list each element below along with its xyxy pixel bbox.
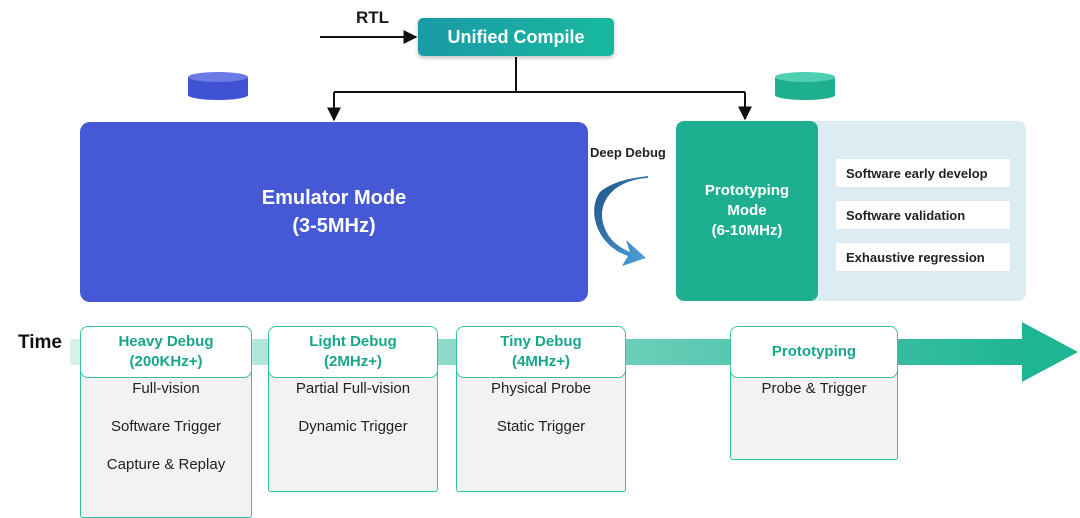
emulator-mode-title: Emulator Mode — [261, 187, 407, 209]
emulator-mode-freq: (3-5MHz) — [292, 215, 376, 237]
stage-header-prototyping: Prototyping — [730, 326, 898, 378]
stage-feature: Full-vision — [132, 380, 200, 397]
prototyping-mode-block: Prototyping Mode (6-10MHz) — [676, 121, 818, 301]
stage-features-prototyping: Probe & Trigger — [730, 364, 898, 460]
timeline-arrowhead — [1022, 322, 1078, 382]
stage-header-heavy-debug: Heavy Debug (200KHz+) — [80, 326, 252, 378]
emulator-database-icon — [188, 72, 248, 100]
use-case-item: Software early develop — [836, 159, 1010, 187]
stage-header-light-debug: Light Debug (2MHz+) — [268, 326, 438, 378]
use-case-item: Software validation — [836, 201, 1010, 229]
stage-title: Light Debug — [309, 333, 397, 350]
time-axis-label: Time — [18, 332, 63, 353]
stage-features-light-debug: Partial Full-vision Dynamic Trigger — [268, 364, 438, 492]
stage-features-tiny-debug: Physical Probe Static Trigger — [456, 364, 626, 492]
prototyping-mode-line2: Mode — [727, 202, 767, 219]
stage-title: Heavy Debug — [118, 333, 214, 350]
stage-feature: Dynamic Trigger — [298, 418, 408, 435]
unified-compile-block: Unified Compile — [418, 18, 614, 56]
stage-feature: Static Trigger — [496, 418, 586, 435]
prototyping-mode-line1: Prototyping — [704, 182, 790, 199]
stage-feature: Software Trigger — [110, 418, 222, 435]
stage-feature: Partial Full-vision — [295, 380, 411, 397]
stage-header-tiny-debug: Tiny Debug (4MHz+) — [456, 326, 626, 378]
stage-title: Tiny Debug — [500, 333, 582, 350]
stage-feature: Physical Probe — [490, 380, 592, 397]
prototyping-mode-freq: (6-10MHz) — [711, 222, 783, 239]
stage-title: Prototyping — [771, 343, 857, 360]
deep-debug-arrow — [594, 176, 648, 266]
rtl-label: RTL — [356, 8, 390, 27]
prototyping-database-icon — [775, 72, 835, 100]
use-case-item: Exhaustive regression — [836, 243, 1010, 271]
deep-debug-label: Deep Debug — [590, 145, 666, 160]
stage-feature: Probe & Trigger — [761, 380, 867, 397]
stage-subtitle: (200KHz+) — [129, 353, 203, 370]
emulator-mode-block: Emulator Mode (3-5MHz) — [80, 122, 588, 302]
stage-features-heavy-debug: Full-vision Software Trigger Capture & R… — [80, 364, 252, 518]
stage-feature: Capture & Replay — [106, 456, 226, 473]
stage-subtitle: (2MHz+) — [324, 353, 382, 370]
stage-subtitle: (4MHz+) — [512, 353, 570, 370]
